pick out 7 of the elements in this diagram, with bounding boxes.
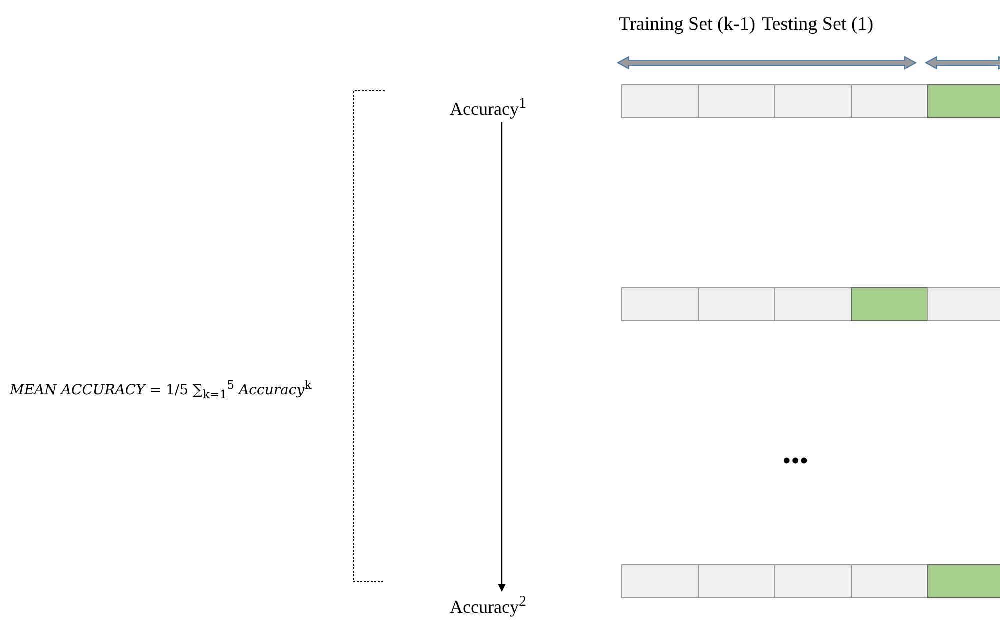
accuracy-label: Accuracy$^{2}$ [450,594,526,618]
arrow [498,122,506,592]
formula: MEAN ACCURACY = 1/5 ∑$_{k=1}$$^{5}$ Accuracy$^{k}$ [10,378,312,402]
heading-label: Training Set (k-1) [619,14,756,36]
accuracy-label: Accuracy$^{1}$ [450,96,526,120]
heading-label: Testing Set (1) [762,14,874,36]
ellipsis-label: ••• [783,448,810,474]
